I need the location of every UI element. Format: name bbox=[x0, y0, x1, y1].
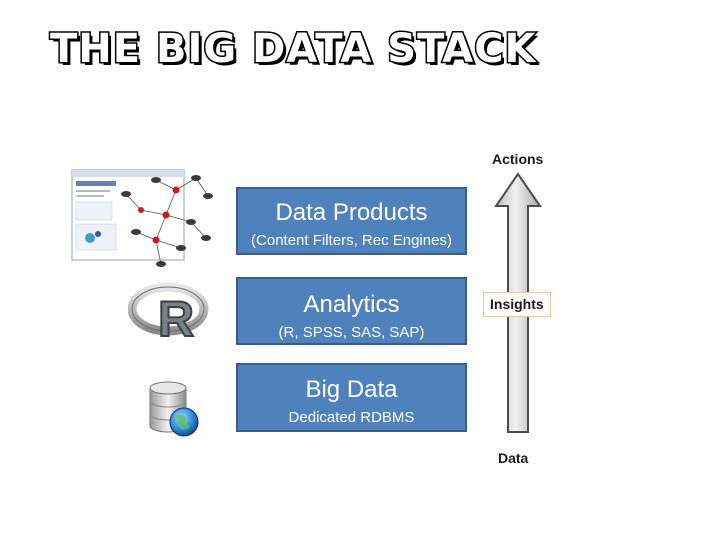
r-logo-icon: R bbox=[128, 282, 209, 340]
svg-text:R: R bbox=[158, 291, 194, 340]
flow-label-data: Data bbox=[498, 450, 529, 466]
stack-box-title: Data Products bbox=[275, 199, 428, 226]
stack-box-big-data: Big Data Dedicated RDBMS bbox=[236, 363, 467, 432]
stack-box-title: Analytics bbox=[303, 291, 400, 318]
flow-label-insights: Insights bbox=[483, 292, 551, 317]
page-title: THE BIG DATA STACK bbox=[49, 25, 538, 74]
stack-box-title: Big Data bbox=[305, 376, 398, 403]
stack-box-subtitle: (Content Filters, Rec Engines) bbox=[251, 232, 452, 249]
network-graph-screenshot-icon bbox=[71, 169, 213, 267]
stack-box-subtitle: (R, SPSS, SAS, SAP) bbox=[278, 324, 425, 341]
stack-box-data-products: Data Products (Content Filters, Rec Engi… bbox=[236, 187, 467, 255]
database-globe-icon bbox=[149, 381, 199, 437]
stack-box-subtitle: Dedicated RDBMS bbox=[288, 409, 415, 426]
stack-box-analytics: Analytics (R, SPSS, SAS, SAP) bbox=[236, 277, 467, 345]
flow-label-actions: Actions bbox=[492, 151, 544, 167]
